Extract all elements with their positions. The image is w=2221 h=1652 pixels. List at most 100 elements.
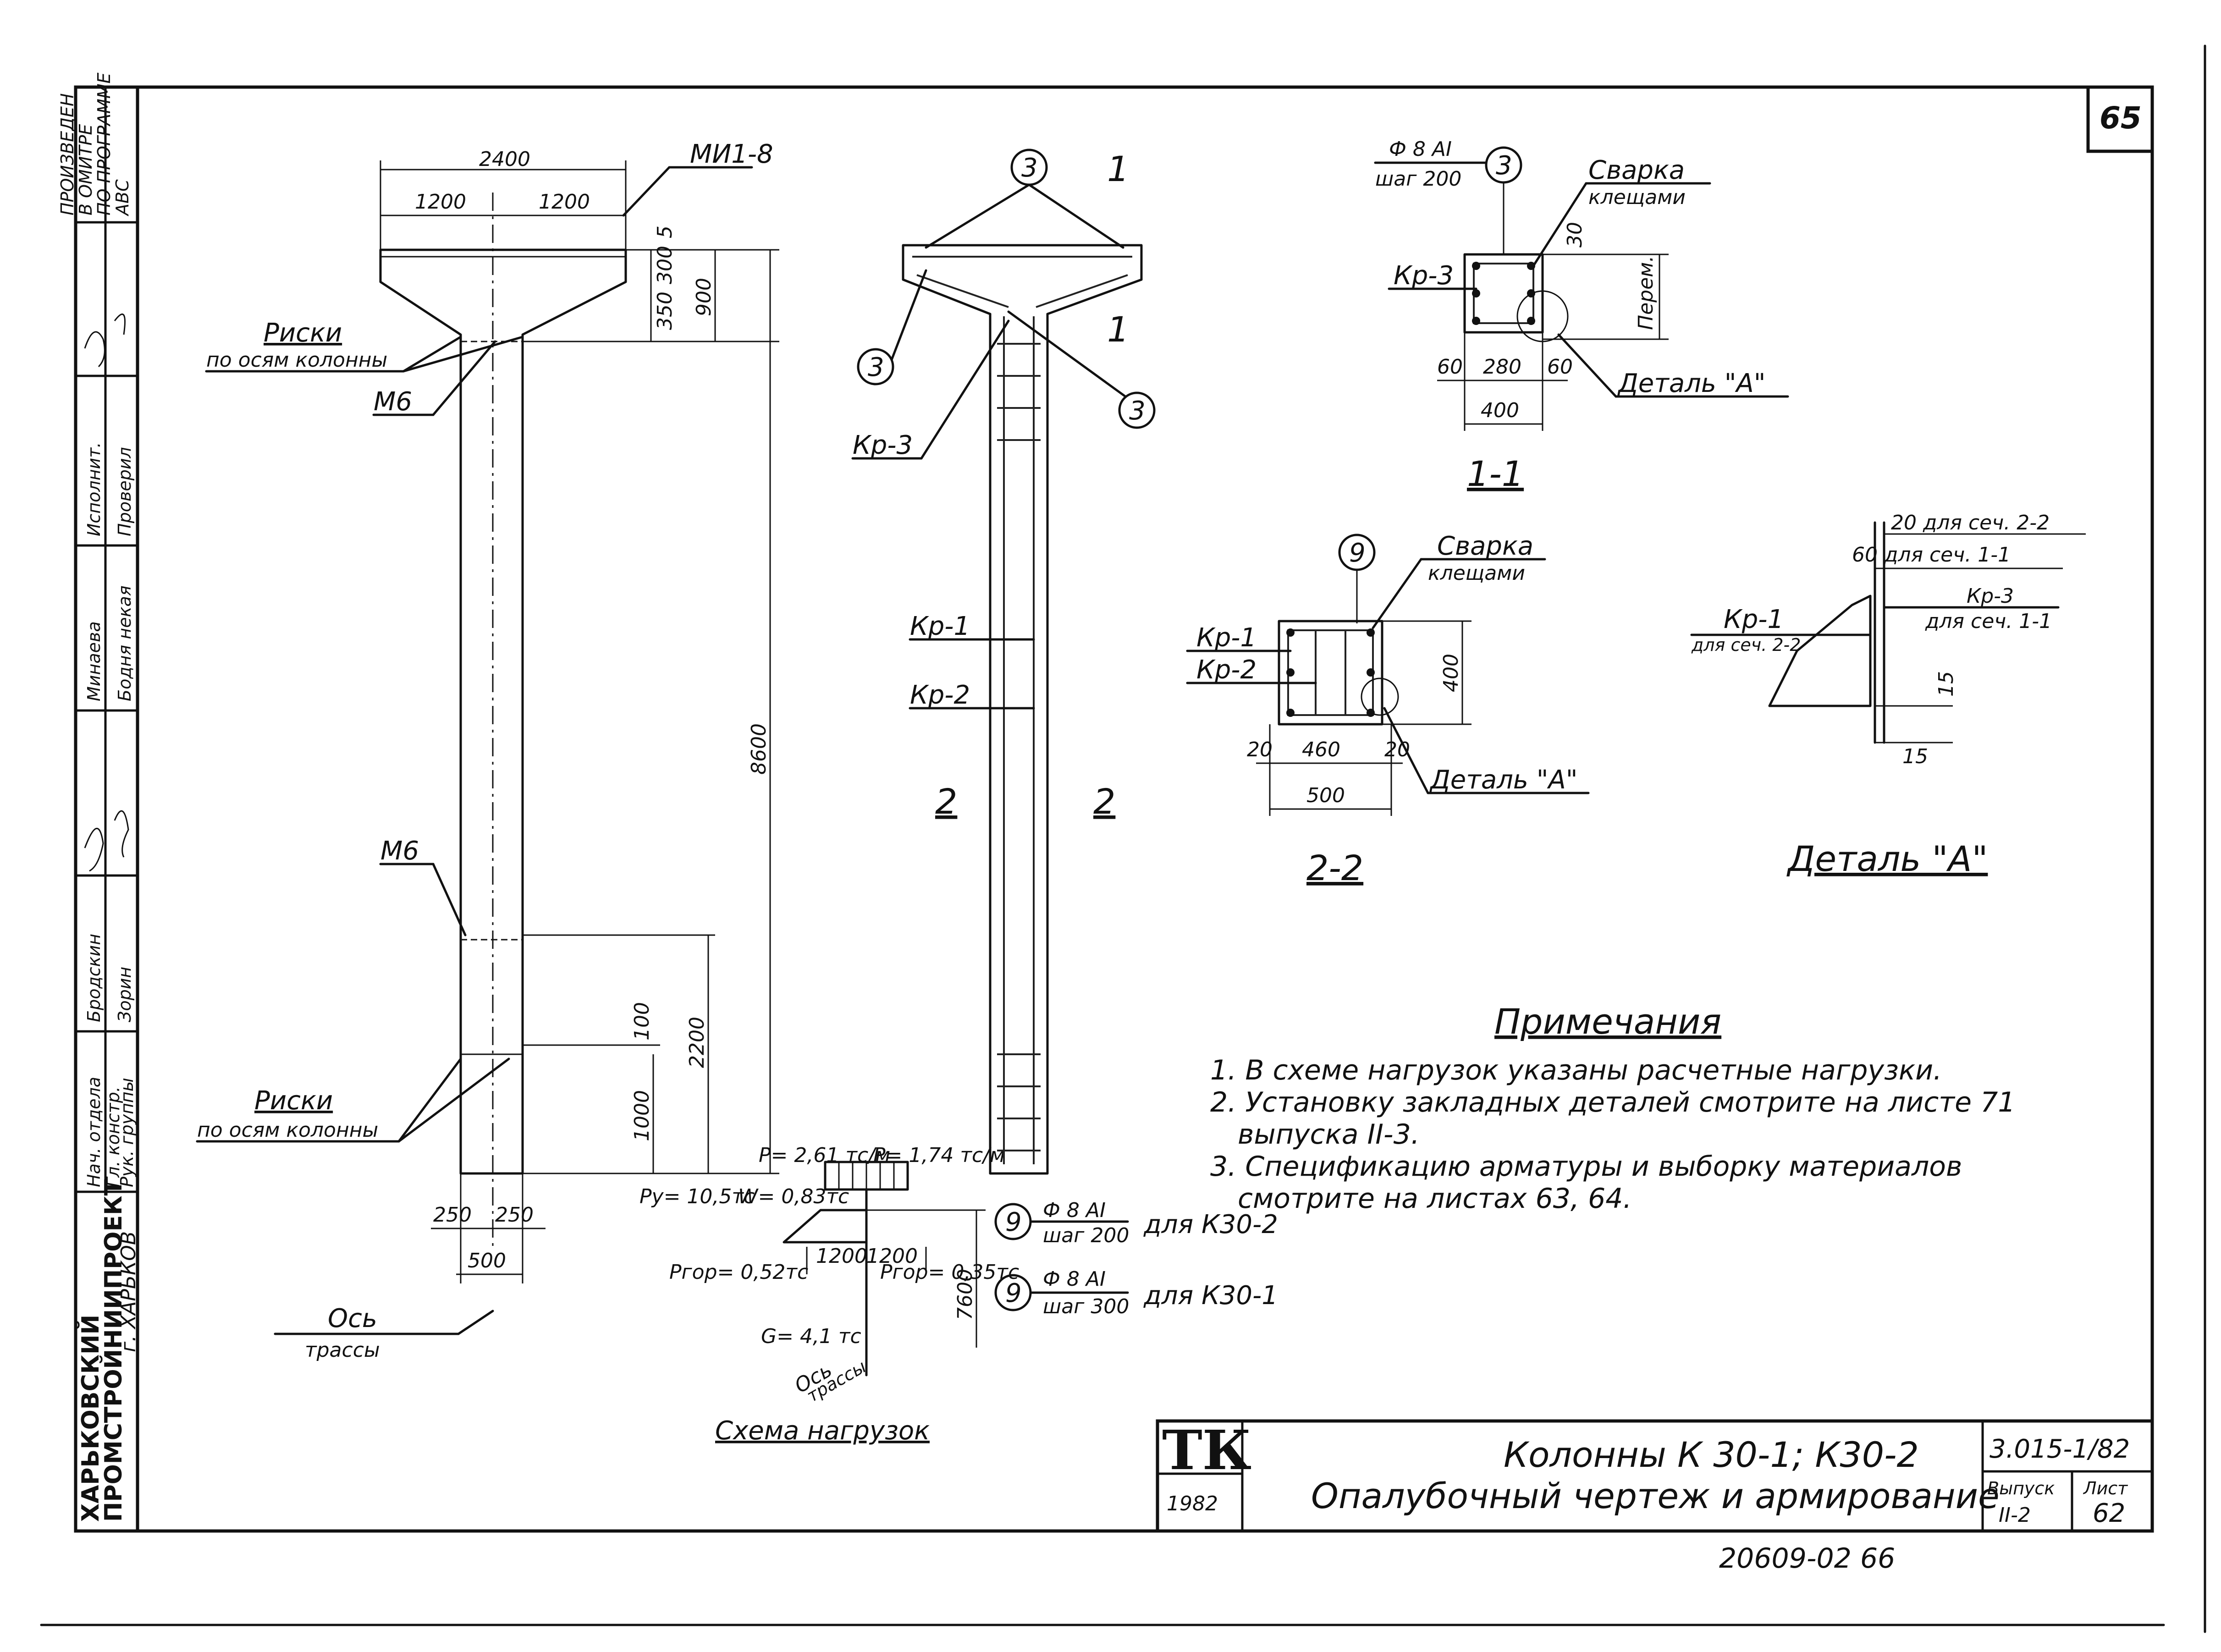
svg-text:Деталь "А": Деталь "А"	[1786, 838, 1988, 879]
svg-text:2400: 2400	[479, 148, 530, 171]
svg-text:Кр-2: Кр-2	[910, 680, 970, 710]
svg-text:Зорин: Зорин	[115, 967, 135, 1022]
svg-text:для сеч. 1-1: для сеч. 1-1	[1925, 610, 2052, 633]
svg-text:P= 2,61 тс/м: P= 2,61 тс/м	[759, 1144, 890, 1167]
callout-3-left	[857, 348, 894, 385]
svg-text:Риски: Риски	[264, 318, 342, 348]
svg-text:для К30-1: для К30-1	[1143, 1281, 1278, 1311]
svg-text:М6: М6	[380, 836, 419, 866]
svg-text:Pгор= 0,52тс: Pгор= 0,52тс	[669, 1261, 808, 1284]
svg-text:Ф 8 AI: Ф 8 AI	[1043, 1199, 1106, 1222]
svg-text:выпуска II-3.: выпуска II-3.	[1238, 1118, 1420, 1151]
svg-text:В ОМИТРЕ: В ОМИТРЕ	[76, 124, 96, 215]
section-1-1: Ф 8 AI шаг 200 3 Сварка клещами 30 Кр-3 …	[1374, 138, 1789, 494]
svg-text:ХАРЬКОВСКИЙ: ХАРЬКОВСКИЙ	[77, 1315, 105, 1522]
svg-text:400: 400	[1439, 654, 1463, 692]
svg-text:60: 60	[1547, 355, 1573, 379]
stamp-program: ПРОИЗВЕДЕН В ОМИТРЕ ПО ПРОГРАММЕ АВС	[57, 72, 132, 217]
svg-text:100: 100	[630, 1002, 654, 1041]
svg-text:Ф 8 AI: Ф 8 AI	[1043, 1267, 1106, 1291]
svg-text:15: 15	[1902, 745, 1928, 768]
svg-text:Кр-3: Кр-3	[1967, 584, 2014, 608]
load-scheme: P= 2,61 тс/м P= 1,74 тс/м Py= 10,5тс W= …	[639, 1144, 1019, 1446]
page-number-box	[2086, 85, 2154, 153]
svg-text:клещами: клещами	[1428, 562, 1525, 585]
column-rebar-view: 3 3 3 1 1 Кр-3 Кр-1 Кр-2 2 2 9 9 Ф 8 AI …	[851, 149, 1278, 1318]
svg-text:Ось: Ось	[328, 1304, 377, 1333]
svg-text:ТК: ТК	[1162, 1418, 1251, 1482]
svg-text:Исполнит.: Исполнит.	[84, 442, 104, 536]
svg-text:500: 500	[1306, 784, 1345, 807]
svg-text:1200: 1200	[539, 190, 590, 214]
svg-text:Сварка: Сварка	[1437, 531, 1533, 561]
svg-text:Схема нагрузок: Схема нагрузок	[715, 1416, 930, 1446]
svg-text:280: 280	[1483, 355, 1521, 379]
svg-text:Кр-3: Кр-3	[853, 430, 913, 460]
svg-text:2-2: 2-2	[1306, 848, 1363, 888]
svg-text:Pгор= 0,35тс: Pгор= 0,35тс	[880, 1261, 1019, 1284]
svg-text:7600: 7600	[953, 1269, 977, 1320]
stamp-rows: Исполнит. Проверил Минаева Бодня некая Б…	[84, 442, 137, 1187]
svg-text:Бодня некая: Бодня некая	[115, 585, 135, 701]
svg-text:шаг 300: шаг 300	[1043, 1295, 1129, 1318]
signature-marks	[84, 314, 129, 872]
svg-text:250: 250	[433, 1203, 472, 1227]
svg-text:3: 3	[868, 352, 884, 382]
detail-a: 20 для сеч. 2-2 60 для сеч. 1-1 Кр-3 для…	[1690, 511, 2086, 879]
svg-text:Выпуск: Выпуск	[1987, 1478, 2055, 1498]
footer-number: 20609-02 66	[1719, 1542, 1895, 1575]
svg-text:8600: 8600	[747, 723, 771, 775]
svg-text:W= 0,83тс: W= 0,83тс	[738, 1185, 849, 1208]
page-number: 65	[2100, 100, 2142, 136]
svg-text:МИ1-8: МИ1-8	[690, 139, 773, 169]
svg-text:Кр-1: Кр-1	[1724, 605, 1784, 634]
svg-text:Колонны К 30-1; К30-2: Колонны К 30-1; К30-2	[1504, 1434, 1919, 1475]
svg-text:900: 900	[692, 278, 716, 316]
outer-frame	[136, 85, 2154, 1533]
svg-text:9: 9	[1005, 1278, 1022, 1308]
svg-text:60 для сеч. 1-1: 60 для сеч. 1-1	[1852, 543, 2011, 567]
svg-text:250: 250	[495, 1203, 534, 1227]
svg-text:3.015-1/82: 3.015-1/82	[1990, 1434, 2130, 1464]
svg-text:Примечания: Примечания	[1494, 1001, 1721, 1042]
svg-text:Ф 8 AI: Ф 8 AI	[1389, 138, 1452, 161]
notes: Примечания 1. В схеме нагрузок указаны р…	[1210, 1001, 2015, 1215]
svg-text:2: 2	[1093, 781, 1115, 822]
svg-text:трассы: трассы	[305, 1338, 380, 1362]
svg-text:P= 1,74 тс/м: P= 1,74 тс/м	[873, 1144, 1005, 1167]
svg-text:шаг 200: шаг 200	[1375, 167, 1461, 191]
callout-3-right	[1118, 391, 1156, 429]
svg-text:500: 500	[468, 1249, 506, 1272]
svg-text:3: 3	[1496, 151, 1512, 181]
svg-text:ПРОМСТРОЙНИИПРОЕКТ: ПРОМСТРОЙНИИПРОЕКТ	[99, 1179, 127, 1522]
svg-text:2. Установку закладных деталей: 2. Установку закладных деталей смотрите …	[1210, 1086, 2015, 1118]
svg-text:для К30-2: для К30-2	[1143, 1210, 1278, 1239]
svg-text:350: 350	[653, 292, 677, 330]
svg-text:по осям колонны: по осям колонны	[197, 1118, 378, 1142]
svg-text:1982: 1982	[1167, 1492, 1218, 1515]
svg-text:3. Спецификацию арматуры и выб: 3. Спецификацию арматуры и выборку матер…	[1210, 1151, 1962, 1183]
svg-text:400: 400	[1481, 399, 1519, 422]
svg-text:1200: 1200	[415, 190, 466, 214]
svg-text:1200: 1200	[816, 1245, 867, 1268]
svg-text:15: 15	[1934, 671, 1958, 697]
svg-text:Кр-1: Кр-1	[910, 611, 970, 641]
column-formwork-view: 2400 1200 1200 МИ1-8 5 300 350 900 8600 …	[196, 139, 779, 1362]
svg-text:460: 460	[1302, 738, 1340, 761]
svg-text:Кр-2: Кр-2	[1196, 655, 1257, 685]
svg-text:1-1: 1-1	[1467, 453, 1524, 494]
svg-text:клещами: клещами	[1588, 186, 1686, 209]
svg-text:Минаева: Минаева	[84, 621, 104, 701]
svg-text:Py= 10,5тс: Py= 10,5тс	[639, 1185, 755, 1208]
svg-text:г. ХАРЬКОВ: г. ХАРЬКОВ	[117, 1231, 140, 1352]
svg-text:3: 3	[1129, 396, 1146, 426]
title-block: ТК 1982 Колонны К 30-1; К30-2 Опалубочны…	[1156, 1418, 2154, 1533]
svg-text:1: 1	[1107, 309, 1129, 350]
svg-text:300: 300	[653, 246, 677, 284]
svg-text:для сеч. 2-2: для сеч. 2-2	[1691, 635, 1801, 655]
svg-text:Опалубочный чертеж и армирован: Опалубочный чертеж и армирование	[1311, 1476, 2000, 1516]
svg-text:ПРОИЗВЕДЕН: ПРОИЗВЕДЕН	[57, 93, 77, 215]
svg-text:30: 30	[1563, 222, 1587, 248]
svg-text:ПО ПРОГРАММЕ: ПО ПРОГРАММЕ	[94, 72, 114, 215]
svg-text:Деталь "А": Деталь "А"	[1617, 369, 1766, 398]
